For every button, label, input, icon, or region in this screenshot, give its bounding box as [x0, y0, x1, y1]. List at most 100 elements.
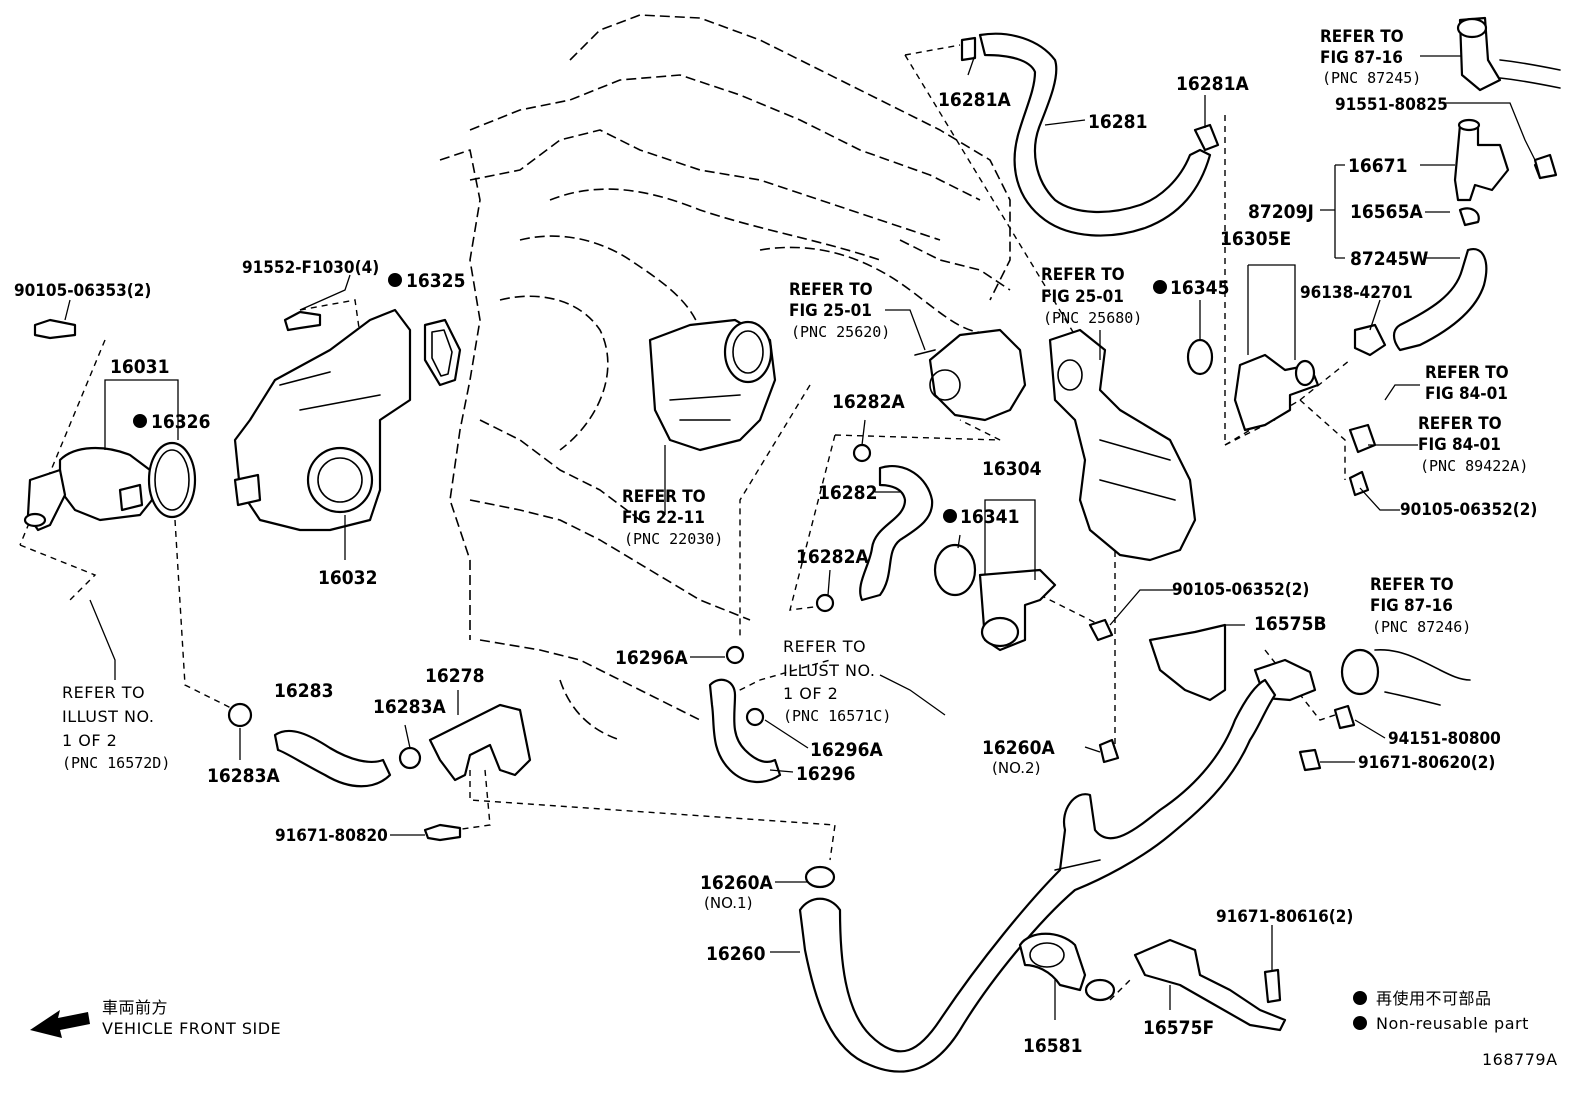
diagram-id: 168779A	[1482, 1050, 1558, 1069]
ref-illust-a-pnc: (PNC 16571C)	[783, 707, 891, 725]
label-91671-80620: 91671-80620(2)	[1358, 753, 1495, 773]
pipe-16278-drawing	[428, 703, 532, 782]
ref-illust-b-l1: REFER TO	[62, 683, 145, 702]
label-16260: 16260	[706, 943, 766, 965]
egr-component-drawing	[1048, 328, 1197, 562]
refer-to-labels: REFER TO FIG 87-16 (PNC 87245) REFER TO …	[62, 27, 1528, 772]
ref-2211-l1: REFER TO	[622, 487, 706, 507]
label-16341: 16341	[960, 506, 1019, 528]
hose-16296-drawing	[708, 645, 782, 783]
label-91552-F1030: 91552-F1030(4)	[242, 258, 379, 278]
ref-8401-b-l1: REFER TO	[1418, 414, 1502, 434]
ref-illust-b-l2: ILLUST NO.	[62, 707, 154, 726]
label-16260A-no1: 16260A	[700, 872, 773, 894]
ref-8716-bot-pnc: (PNC 87246)	[1372, 618, 1471, 636]
label-16296A-bottom: 16296A	[810, 739, 883, 761]
label-16283: 16283	[274, 680, 333, 702]
ref-2211-l2: FIG 22-11	[622, 508, 705, 528]
ref-illust-a-l3: 1 OF 2	[783, 684, 838, 703]
ref-8401-b-l2: FIG 84-01	[1418, 435, 1501, 455]
label-16281A-top: 16281A	[938, 89, 1011, 111]
label-96138-42701: 96138-42701	[1300, 283, 1413, 303]
hose-16283-drawing	[227, 702, 422, 788]
non-reusable-dot-16325	[388, 273, 402, 287]
ref-2501-b-l1: REFER TO	[1041, 265, 1125, 285]
label-16326: 16326	[151, 411, 210, 433]
leader-lines	[64, 54, 1536, 1020]
label-no2: (NO.2)	[992, 759, 1040, 777]
bracket-16575F-drawing	[1133, 938, 1287, 1032]
label-87245W: 87245W	[1350, 248, 1428, 270]
ref-8401-b-pnc: (PNC 89422A)	[1420, 457, 1528, 475]
ref-2501-a-l1: REFER TO	[789, 280, 873, 300]
label-16304: 16304	[982, 458, 1042, 480]
ref-illust-b-pnc: (PNC 16572D)	[62, 754, 170, 772]
ref-8401-a-l2: FIG 84-01	[1425, 384, 1508, 404]
water-inlet-16031-drawing	[23, 441, 197, 532]
ref-8716-top-pnc: (PNC 87245)	[1322, 69, 1421, 87]
non-reusable-dot-16326	[133, 414, 147, 428]
legend-dot-en	[1353, 1016, 1367, 1030]
label-16345: 16345	[1170, 277, 1229, 299]
label-16283A-right: 16283A	[373, 696, 446, 718]
label-16296A-top: 16296A	[615, 647, 688, 669]
label-16032: 16032	[318, 567, 377, 589]
bolts	[33, 153, 1558, 842]
label-16671: 16671	[1348, 155, 1407, 177]
label-16581: 16581	[1023, 1035, 1082, 1057]
throttle-body-drawing	[648, 318, 777, 452]
ref-2501-b-pnc: (PNC 25680)	[1043, 309, 1142, 327]
label-16031: 16031	[110, 356, 169, 378]
valve-body-drawing	[914, 328, 1027, 422]
label-91671-80616: 91671-80616(2)	[1216, 907, 1353, 927]
direction-en: VEHICLE FRONT SIDE	[102, 1019, 281, 1038]
non-reusable-dot-16341	[943, 509, 957, 523]
label-94151-80800: 94151-80800	[1388, 729, 1501, 749]
engine-outline	[439, 14, 1011, 741]
connector-87246-drawing	[1340, 648, 1471, 706]
label-90105-06353: 90105-06353(2)	[14, 281, 151, 301]
direction-jp: 車両前方	[102, 998, 168, 1017]
ref-8716-top-l2: FIG 87-16	[1320, 48, 1403, 68]
label-16281: 16281	[1088, 111, 1147, 133]
label-16305E: 16305E	[1220, 228, 1291, 250]
ref-8716-bot-l2: FIG 87-16	[1370, 596, 1453, 616]
legend-jp: 再使用不可部品	[1376, 989, 1492, 1008]
non-reusable-dot-16345	[1153, 280, 1167, 294]
ref-2501-a-l2: FIG 25-01	[789, 301, 872, 321]
hose-16282-drawing	[815, 443, 934, 613]
gasket-16325-drawing	[423, 318, 462, 387]
bracket-16575B-drawing	[1148, 623, 1317, 702]
label-16282: 16282	[818, 482, 877, 504]
label-87209J: 87209J	[1248, 201, 1314, 223]
label-16281A-right: 16281A	[1176, 73, 1249, 95]
label-16565A: 16565A	[1350, 201, 1423, 223]
outlet-16304-drawing	[933, 543, 1057, 652]
label-no1: (NO.1)	[704, 894, 752, 912]
outlet-16305E-drawing	[1186, 323, 1387, 454]
ref-2501-a-pnc: (PNC 25620)	[791, 323, 890, 341]
label-90105-06352-mid: 90105-06352(2)	[1172, 580, 1309, 600]
ref-2211-pnc: (PNC 22030)	[624, 530, 723, 548]
hose-16260-drawing	[798, 678, 1277, 1073]
label-91551-80825: 91551-80825	[1335, 95, 1448, 115]
tee-16671-drawing	[1392, 118, 1552, 352]
label-16260A-no2: 16260A	[982, 737, 1055, 759]
part-labels: 16281A 16281 16281A 90105-06353(2) 91552…	[14, 73, 1537, 1057]
ref-8401-a-l1: REFER TO	[1425, 363, 1509, 383]
ref-illust-a-l2: ILLUST NO.	[783, 661, 875, 680]
clip-16581-drawing	[1018, 932, 1116, 1002]
legend-dot-jp	[1353, 991, 1367, 1005]
label-16278: 16278	[425, 665, 484, 687]
label-16575F: 16575F	[1143, 1017, 1214, 1039]
connector-87245-drawing	[1456, 16, 1561, 92]
ref-illust-a-l1: REFER TO	[783, 637, 866, 656]
label-90105-06352-right: 90105-06352(2)	[1400, 500, 1537, 520]
label-91671-80820: 91671-80820	[275, 826, 388, 846]
label-16325: 16325	[406, 270, 465, 292]
label-16575B: 16575B	[1254, 613, 1327, 635]
ref-8716-top-l1: REFER TO	[1320, 27, 1404, 47]
label-16283A-left: 16283A	[207, 765, 280, 787]
label-16296: 16296	[796, 763, 855, 785]
